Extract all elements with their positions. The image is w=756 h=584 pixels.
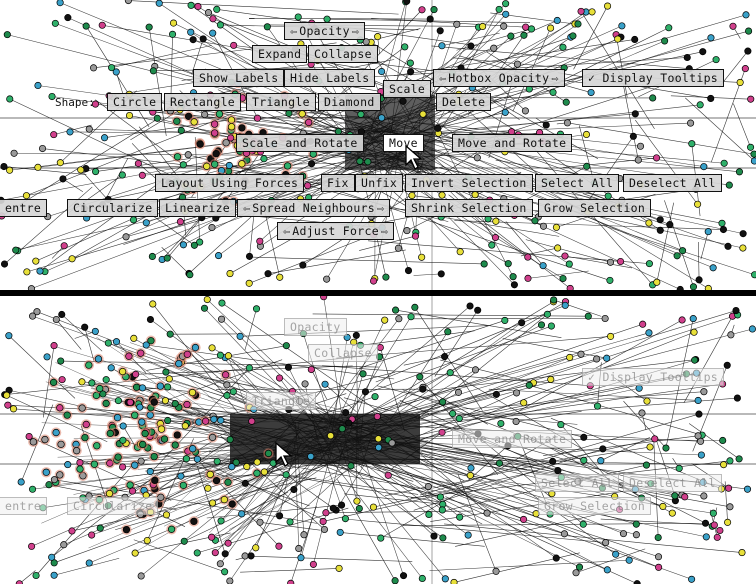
layout-using-forces-button[interactable]: Layout Using Forces [155,174,305,192]
grow-selection-button[interactable]: Grow Selection [538,199,652,217]
bottom-graph-panel[interactable]: Opacity Collapse Display Tooltips Triang… [0,296,756,584]
network-graph-top[interactable] [0,0,756,290]
collapse-button-faded: Collapse [308,344,378,362]
opacity-slider-button-faded: Opacity [284,318,347,336]
shrink-selection-button[interactable]: Shrink Selection [405,199,533,217]
display-tooltips-toggle-faded: Display Tooltips [582,368,725,386]
delete-button[interactable]: Delete [436,93,492,111]
collapse-button[interactable]: Collapse [308,45,378,63]
adjust-force-button[interactable]: Adjust Force [277,222,395,240]
move-and-rotate-button[interactable]: Move and Rotate [452,134,573,152]
select-all-button[interactable]: Select All [535,174,620,192]
hotbox-opacity-button[interactable]: Hotbox Opacity [433,69,565,87]
scale-and-rotate-button[interactable]: Scale and Rotate [236,134,364,152]
linearize-button[interactable]: Linearize [159,199,237,217]
shape-diamond-button[interactable]: Diamond [318,93,381,111]
expand-button[interactable]: Expand [252,45,308,63]
move-button[interactable]: Move [383,134,424,152]
spread-neighbours-button[interactable]: Spread Neighbours [237,199,391,217]
centre-button-faded: entre [0,497,48,515]
centre-button[interactable]: entre [0,199,48,217]
fix-button[interactable]: Fix [321,174,355,192]
display-tooltips-toggle[interactable]: Display Tooltips [582,69,725,87]
scale-button[interactable]: Scale [383,80,432,98]
panel-divider [0,290,756,296]
shape-label: Shape: [55,96,95,109]
show-labels-button[interactable]: Show Labels [193,69,285,87]
grow-selection-button-faded: Grow Selection [538,497,652,515]
move-and-rotate-button-faded: Move and Rotate [452,430,573,448]
unfix-button[interactable]: Unfix [355,174,404,192]
shape-circle-button[interactable]: Circle [107,93,163,111]
circularize-button-faded: Circularize [67,497,159,515]
opacity-slider-button[interactable]: Opacity [284,22,366,40]
invert-selection-button[interactable]: Invert Selection [405,174,533,192]
shape-triangle-button[interactable]: Triangle [246,93,316,111]
top-graph-panel[interactable]: Opacity Expand Collapse Show Labels Hide… [0,0,756,290]
shape-triangle-button-faded: Triangle [246,392,316,410]
deselect-all-button-faded: Deselect All [623,474,722,492]
hide-labels-button[interactable]: Hide Labels [284,69,376,87]
deselect-all-button[interactable]: Deselect All [623,174,722,192]
mouse-cursor-icon [405,145,423,170]
select-all-button-faded: Select All [535,474,620,492]
circularize-button[interactable]: Circularize [67,199,159,217]
network-graph-bottom[interactable] [0,296,756,584]
shape-rectangle-button[interactable]: Rectangle [164,93,242,111]
mouse-cursor-icon [275,442,293,467]
